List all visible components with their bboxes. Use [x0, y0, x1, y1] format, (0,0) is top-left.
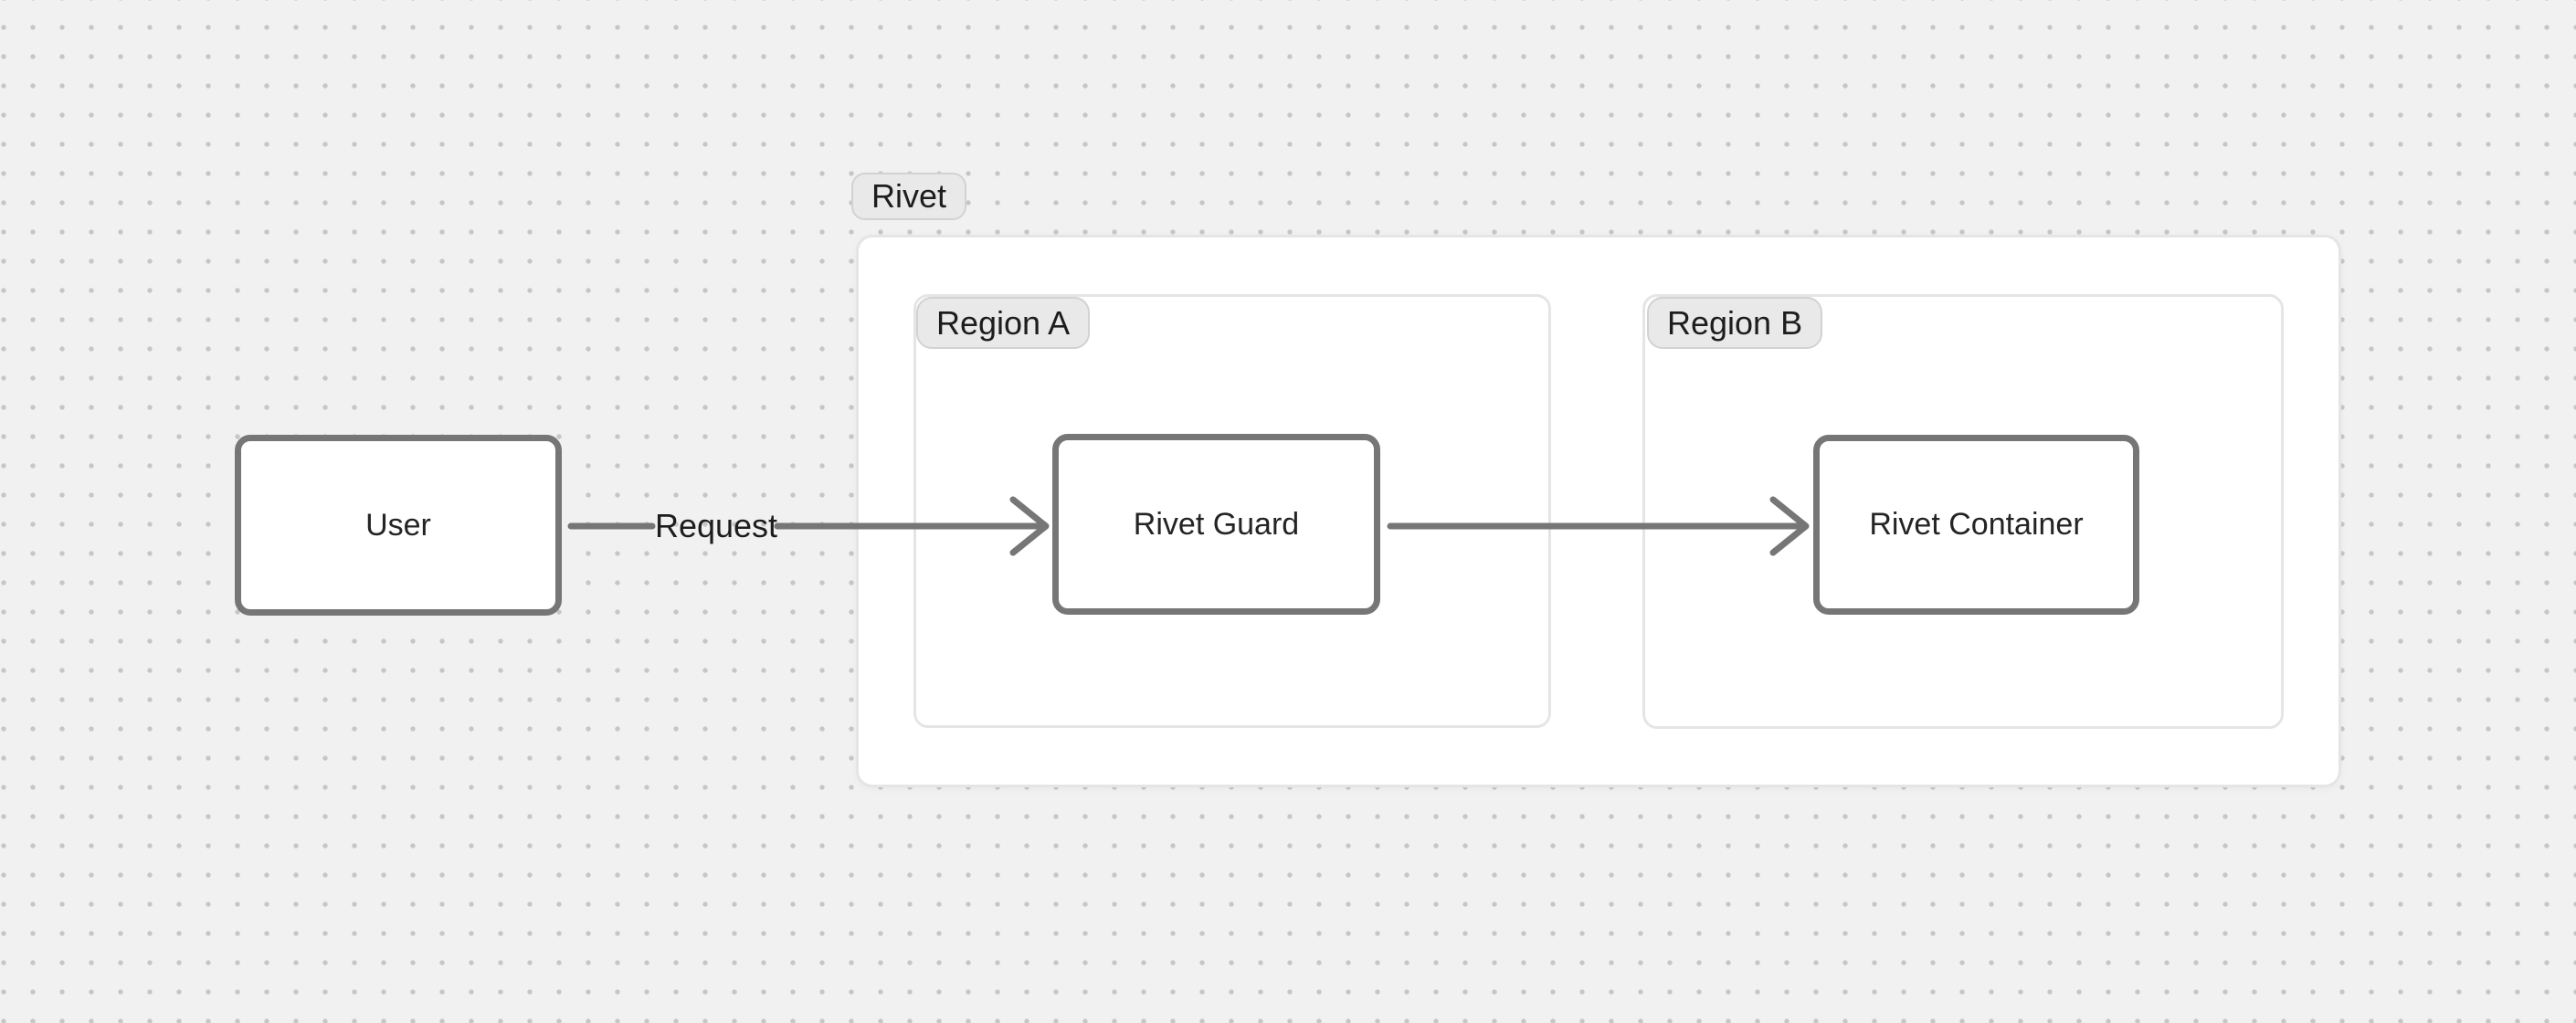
node-rivet-container-label: Rivet Container	[1869, 507, 2084, 542]
edge-label-request[interactable]: Request	[654, 507, 778, 544]
frame-label-rivet-text: Rivet	[871, 177, 947, 215]
node-rivet-guard-label: Rivet Guard	[1133, 506, 1300, 542]
frame-label-rivet[interactable]: Rivet	[851, 173, 967, 220]
node-rivet-container[interactable]: Rivet Container	[1813, 435, 2139, 615]
frame-label-region-a-text: Region A	[936, 303, 1071, 342]
node-rivet-guard[interactable]: Rivet Guard	[1052, 434, 1380, 615]
node-user[interactable]: User	[235, 435, 562, 616]
node-user-label: User	[365, 507, 431, 543]
frame-label-region-b-text: Region B	[1667, 303, 1803, 342]
frame-label-region-a[interactable]: Region A	[916, 297, 1091, 349]
frame-label-region-b[interactable]: Region B	[1647, 297, 1823, 349]
